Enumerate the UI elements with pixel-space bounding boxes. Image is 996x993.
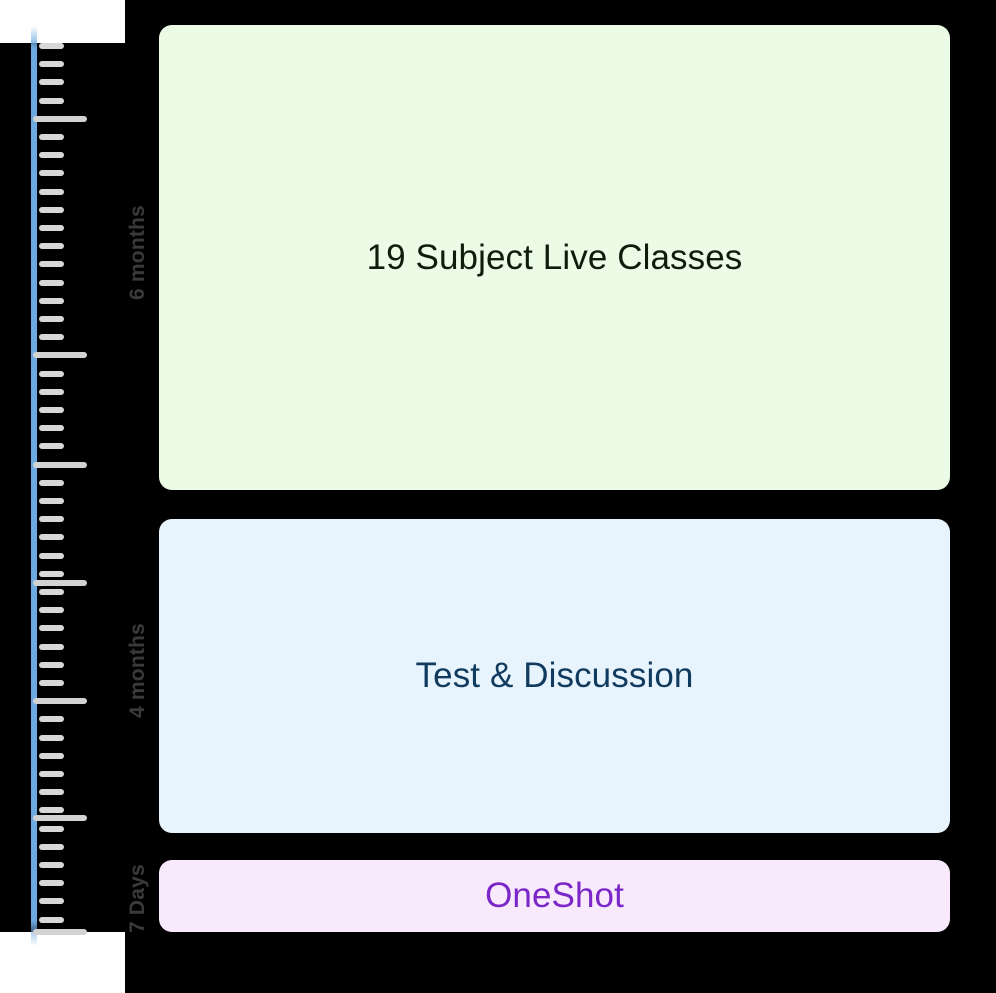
ruler-tick-minor [39, 261, 64, 268]
card-test-discussion[interactable]: Test & Discussion [159, 519, 950, 833]
ruler-tick-minor [39, 789, 64, 796]
ruler-tick-minor [39, 752, 64, 759]
timeline-ruler [0, 0, 125, 993]
ruler-tick-minor [39, 79, 64, 86]
ruler-tick-minor [39, 534, 64, 541]
ruler-tick-minor [39, 643, 64, 650]
card-test-discussion-title: Test & Discussion [415, 656, 694, 695]
ruler-tick-minor [39, 898, 64, 905]
ruler-tick-minor [39, 479, 64, 486]
ruler-tick-minor [39, 498, 64, 504]
ruler-tick-minor [39, 625, 64, 632]
ruler-tick-minor [39, 570, 64, 577]
ruler-tick-minor [39, 425, 64, 432]
ruler-tick-minor [39, 825, 64, 832]
ruler-tick-minor [39, 170, 64, 177]
ruler-tick-minor [39, 206, 64, 213]
ruler-tick-minor [39, 516, 64, 523]
ruler-tick-minor [39, 316, 64, 322]
ruler-tick-minor [39, 680, 64, 686]
card-live-classes[interactable]: 19 Subject Live Classes [159, 25, 950, 490]
card-oneshot-title: OneShot [485, 876, 624, 915]
ruler-tick-major [33, 580, 87, 586]
ruler-tick-minor [39, 279, 64, 286]
ruler-tick-major [33, 929, 87, 935]
backdrop-lower-panel [125, 932, 996, 993]
period-label-six-months: 6 months [126, 205, 149, 300]
ruler-tick-minor [39, 771, 64, 777]
ruler-tick-minor [39, 43, 64, 49]
ruler-tick-minor [39, 807, 64, 814]
ruler-tick-major [33, 115, 87, 122]
ruler-tick-minor [39, 843, 64, 850]
ruler-tick-minor [39, 225, 64, 231]
ruler-tick-minor [39, 716, 64, 723]
ruler-tick-minor [39, 243, 64, 250]
ruler-tick-minor [39, 552, 64, 559]
ruler-tick-minor [39, 443, 64, 450]
ruler-tick-major [33, 461, 87, 468]
ruler-tick-minor [39, 407, 64, 413]
ruler-tick-minor [39, 152, 64, 159]
ruler-tick-minor [39, 607, 64, 614]
ruler-tick-minor [39, 334, 64, 341]
ruler-tick-major [33, 815, 87, 821]
timeline-axis-line [31, 26, 37, 946]
ruler-tick-minor [39, 188, 64, 195]
ruler-tick-minor [39, 862, 64, 868]
timeline-tick-marks [0, 0, 125, 993]
ruler-tick-major [33, 698, 87, 705]
period-label-four-months: 4 months [126, 623, 149, 718]
ruler-tick-minor [39, 880, 64, 887]
ruler-tick-major [33, 352, 87, 359]
period-label-seven-days: 7 Days [126, 864, 149, 933]
ruler-tick-minor [39, 97, 64, 104]
ruler-tick-minor [39, 61, 64, 68]
card-live-classes-title: 19 Subject Live Classes [366, 237, 743, 277]
ruler-tick-minor [39, 916, 64, 923]
ruler-tick-minor [39, 734, 64, 741]
ruler-tick-minor [39, 134, 64, 140]
ruler-tick-minor [39, 589, 64, 595]
card-oneshot[interactable]: OneShot [159, 860, 950, 932]
ruler-tick-minor [39, 661, 64, 668]
ruler-tick-minor [39, 297, 64, 304]
ruler-tick-minor [39, 388, 64, 395]
ruler-tick-minor [39, 370, 64, 377]
